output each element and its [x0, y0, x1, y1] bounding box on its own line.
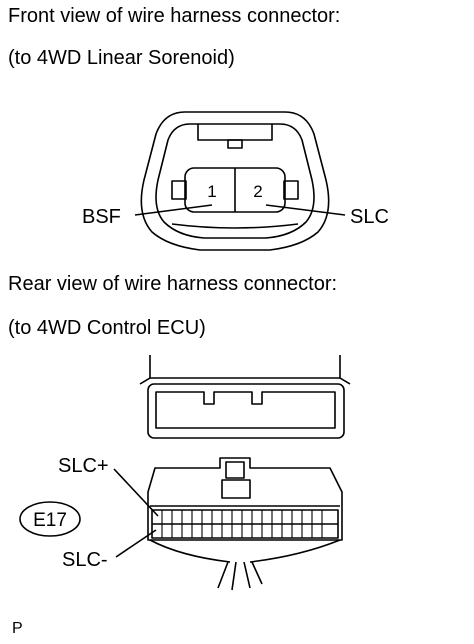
pin-2-number: 2 — [253, 182, 262, 201]
pin-label-slc-plus: SLC+ — [58, 455, 109, 477]
pin-label-slc-minus: SLC- — [62, 549, 108, 571]
footer-code: P — [12, 620, 23, 637]
pin-1-number: 1 — [207, 182, 216, 201]
front-connector-drawing — [140, 111, 330, 251]
pin-label-slc: SLC — [350, 206, 389, 228]
connector-id-badge — [19, 501, 81, 537]
front-view-title: Front view of wire harness connector: — [8, 5, 341, 27]
rear-connector-drawing — [139, 355, 351, 591]
rear-view-title: Rear view of wire harness connector: — [8, 273, 338, 295]
pin-label-bsf: BSF — [82, 206, 121, 228]
rear-view-subtitle: (to 4WD Control ECU) — [8, 317, 206, 339]
connector-id-label: E17 — [33, 510, 67, 531]
front-view-subtitle: (to 4WD Linear Sorenoid) — [8, 47, 235, 69]
